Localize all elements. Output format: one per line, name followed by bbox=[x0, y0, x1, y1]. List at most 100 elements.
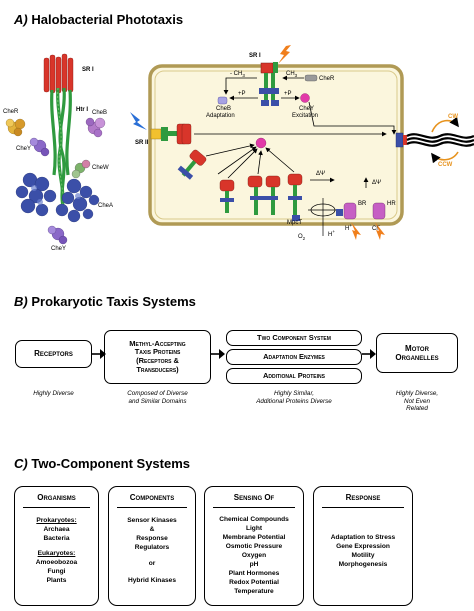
section-b-title: B) Prokaryotic Taxis Systems bbox=[14, 294, 196, 309]
cell-label-excitation: Excitation bbox=[292, 113, 319, 119]
box-mcp-line-3: (Receptors & bbox=[136, 356, 179, 365]
cell-label-sri: SR I bbox=[249, 53, 261, 59]
section-b-title-text: Prokaryotic Taxis Systems bbox=[31, 294, 196, 309]
sensing-item-4: Osmotic Pressure bbox=[225, 543, 283, 550]
cw-arrow bbox=[431, 116, 459, 133]
caption-mcp: Composed of Diverse and Similar Domains bbox=[127, 390, 188, 405]
sensing-item-3: Membrane Potential bbox=[222, 534, 286, 541]
caption-middle: Highly Similar, Additional Proteins Dive… bbox=[256, 390, 332, 405]
cell-label-mpct: MpcT bbox=[287, 220, 302, 226]
column-components: Components Sensor Kinases & Response Reg… bbox=[108, 486, 196, 606]
cell-label-o2: O2 bbox=[298, 234, 306, 242]
section-c-title-text: Two-Component Systems bbox=[31, 456, 191, 471]
cell-label-ccw: CCW bbox=[438, 162, 453, 168]
response-divider bbox=[322, 507, 404, 509]
sensing-item-5: Oxygen bbox=[241, 552, 267, 559]
box-receptors-label: Receptors bbox=[34, 349, 73, 359]
membrane-receptors bbox=[219, 173, 303, 221]
arrow-ch3-left bbox=[223, 77, 257, 95]
sensing-heading: Sensing Of bbox=[233, 493, 275, 502]
cell-label-cheb: CheB bbox=[216, 106, 232, 112]
box-mcp-line-1: Methyl-Accepting bbox=[129, 338, 186, 348]
label-cher-structure: CheR bbox=[3, 109, 19, 115]
flow-arrows bbox=[92, 349, 376, 359]
response-item-4: Morphogenesis bbox=[338, 561, 388, 568]
column-organisms: Organisms Prokaryotes: Archaea Bacteria … bbox=[14, 486, 99, 606]
sensing-item-9: Temperature bbox=[234, 588, 274, 595]
cheb-box bbox=[217, 96, 228, 105]
label-chea-structure: CheA bbox=[98, 203, 114, 209]
label-sri-structure: SR I bbox=[82, 67, 94, 73]
column-response: Response Adaptation to Stress Gene Expre… bbox=[313, 486, 413, 606]
caption-receptors: Highly Diverse bbox=[33, 390, 74, 397]
components-item-8: Hybrid Kinases bbox=[127, 577, 176, 584]
cell-label-hr: HR bbox=[387, 201, 396, 207]
response-heading: Response bbox=[345, 493, 381, 502]
central-node bbox=[255, 137, 267, 149]
caption-motor: Highly Diverse, Not Even Related bbox=[395, 390, 439, 413]
box-motor-line-2: Organelles bbox=[395, 353, 439, 362]
light-bolt-srii bbox=[130, 112, 147, 130]
label-chew-structure: CheW bbox=[92, 165, 109, 171]
sensing-item-1: Chemical Compounds bbox=[219, 516, 289, 523]
sensing-item-7: Plant Hormones bbox=[228, 570, 280, 577]
cher-structure bbox=[5, 118, 26, 137]
euk-item-1: Amoeobozoa bbox=[35, 559, 78, 566]
cell-label-hplus-2: H+ bbox=[345, 223, 352, 232]
eukaryotes-heading: Eukaryotes: bbox=[37, 550, 76, 557]
euk-item-3: Plants bbox=[46, 577, 67, 584]
components-item-6: or bbox=[148, 560, 156, 567]
prokaryotes-heading: Prokaryotes: bbox=[36, 517, 77, 524]
hr-pump bbox=[372, 202, 386, 220]
structure-drawing bbox=[5, 53, 106, 245]
cell-schematic: SR I SR II - CH3 CH3 +P +P CheR CheB Ada… bbox=[118, 40, 474, 250]
box-adaptation-enzymes: Adaptation Enzymes bbox=[226, 349, 362, 365]
components-heading: Components bbox=[129, 493, 175, 502]
chey-dot bbox=[300, 93, 310, 103]
box-mcp: Methyl-Accepting Taxis Proteins (Recepto… bbox=[104, 330, 211, 384]
cell-label-srii: SR II bbox=[135, 140, 149, 146]
cell-label-hplus-1: H+ bbox=[328, 229, 335, 238]
chew-structure bbox=[71, 159, 91, 179]
cell-label-chey: CheY bbox=[299, 106, 315, 112]
section-a-letter: A) bbox=[14, 12, 28, 27]
components-item-2: & bbox=[149, 526, 155, 533]
box-two-component-label: Two Component System bbox=[257, 332, 331, 342]
ccw-arrow bbox=[431, 151, 459, 164]
cell-label-delta-psi-right: ΔΨ bbox=[372, 180, 382, 186]
organisms-heading: Organisms bbox=[37, 493, 76, 502]
cyto-transducer bbox=[177, 149, 207, 180]
section-b-letter: B) bbox=[14, 294, 28, 309]
chey-bottom-structure bbox=[47, 225, 68, 245]
section-a-title-text: Halobacterial Phototaxis bbox=[31, 12, 184, 27]
cell-label-cl: Cl− bbox=[372, 223, 381, 232]
components-item-4: Regulators bbox=[134, 544, 170, 551]
components-item-3: Response bbox=[136, 535, 168, 542]
sensing-item-6: pH bbox=[249, 561, 259, 568]
cell-label-cw: CW bbox=[448, 114, 458, 120]
sri-structure bbox=[43, 53, 74, 94]
box-motor-organelles: Motor Organelles bbox=[376, 333, 458, 373]
chey-top-structure bbox=[29, 137, 50, 157]
sensing-item-8: Redox Potential bbox=[229, 579, 279, 586]
label-cheb-structure: CheB bbox=[92, 110, 108, 116]
cell-label-ch3-right: CH3 bbox=[286, 71, 298, 79]
box-motor-line-1: Motor bbox=[405, 343, 429, 353]
section-c-letter: C) bbox=[14, 456, 28, 471]
label-htri-structure: Htr I bbox=[76, 107, 88, 113]
components-item-1: Sensor Kinases bbox=[127, 517, 177, 524]
light-bolt-sri bbox=[278, 45, 291, 64]
arrow-chey-motor bbox=[308, 101, 397, 135]
cell-label-ch3-left: - CH3 bbox=[230, 71, 245, 79]
response-item-2: Gene Expression bbox=[336, 543, 390, 550]
chea-structure bbox=[15, 172, 100, 223]
box-mcp-line-2: Taxis Proteins bbox=[134, 347, 181, 357]
box-additional-proteins: Additional Proteins bbox=[226, 368, 362, 384]
cell-drawing bbox=[130, 45, 474, 240]
box-adaptation-enzymes-label: Adaptation Enzymes bbox=[263, 351, 325, 361]
cheb-structure bbox=[85, 117, 106, 138]
prok-item-2: Bacteria bbox=[43, 535, 70, 542]
br-pump bbox=[343, 202, 357, 220]
section-c-title: C) Two-Component Systems bbox=[14, 456, 190, 471]
box-two-component: Two Component System bbox=[226, 330, 362, 346]
